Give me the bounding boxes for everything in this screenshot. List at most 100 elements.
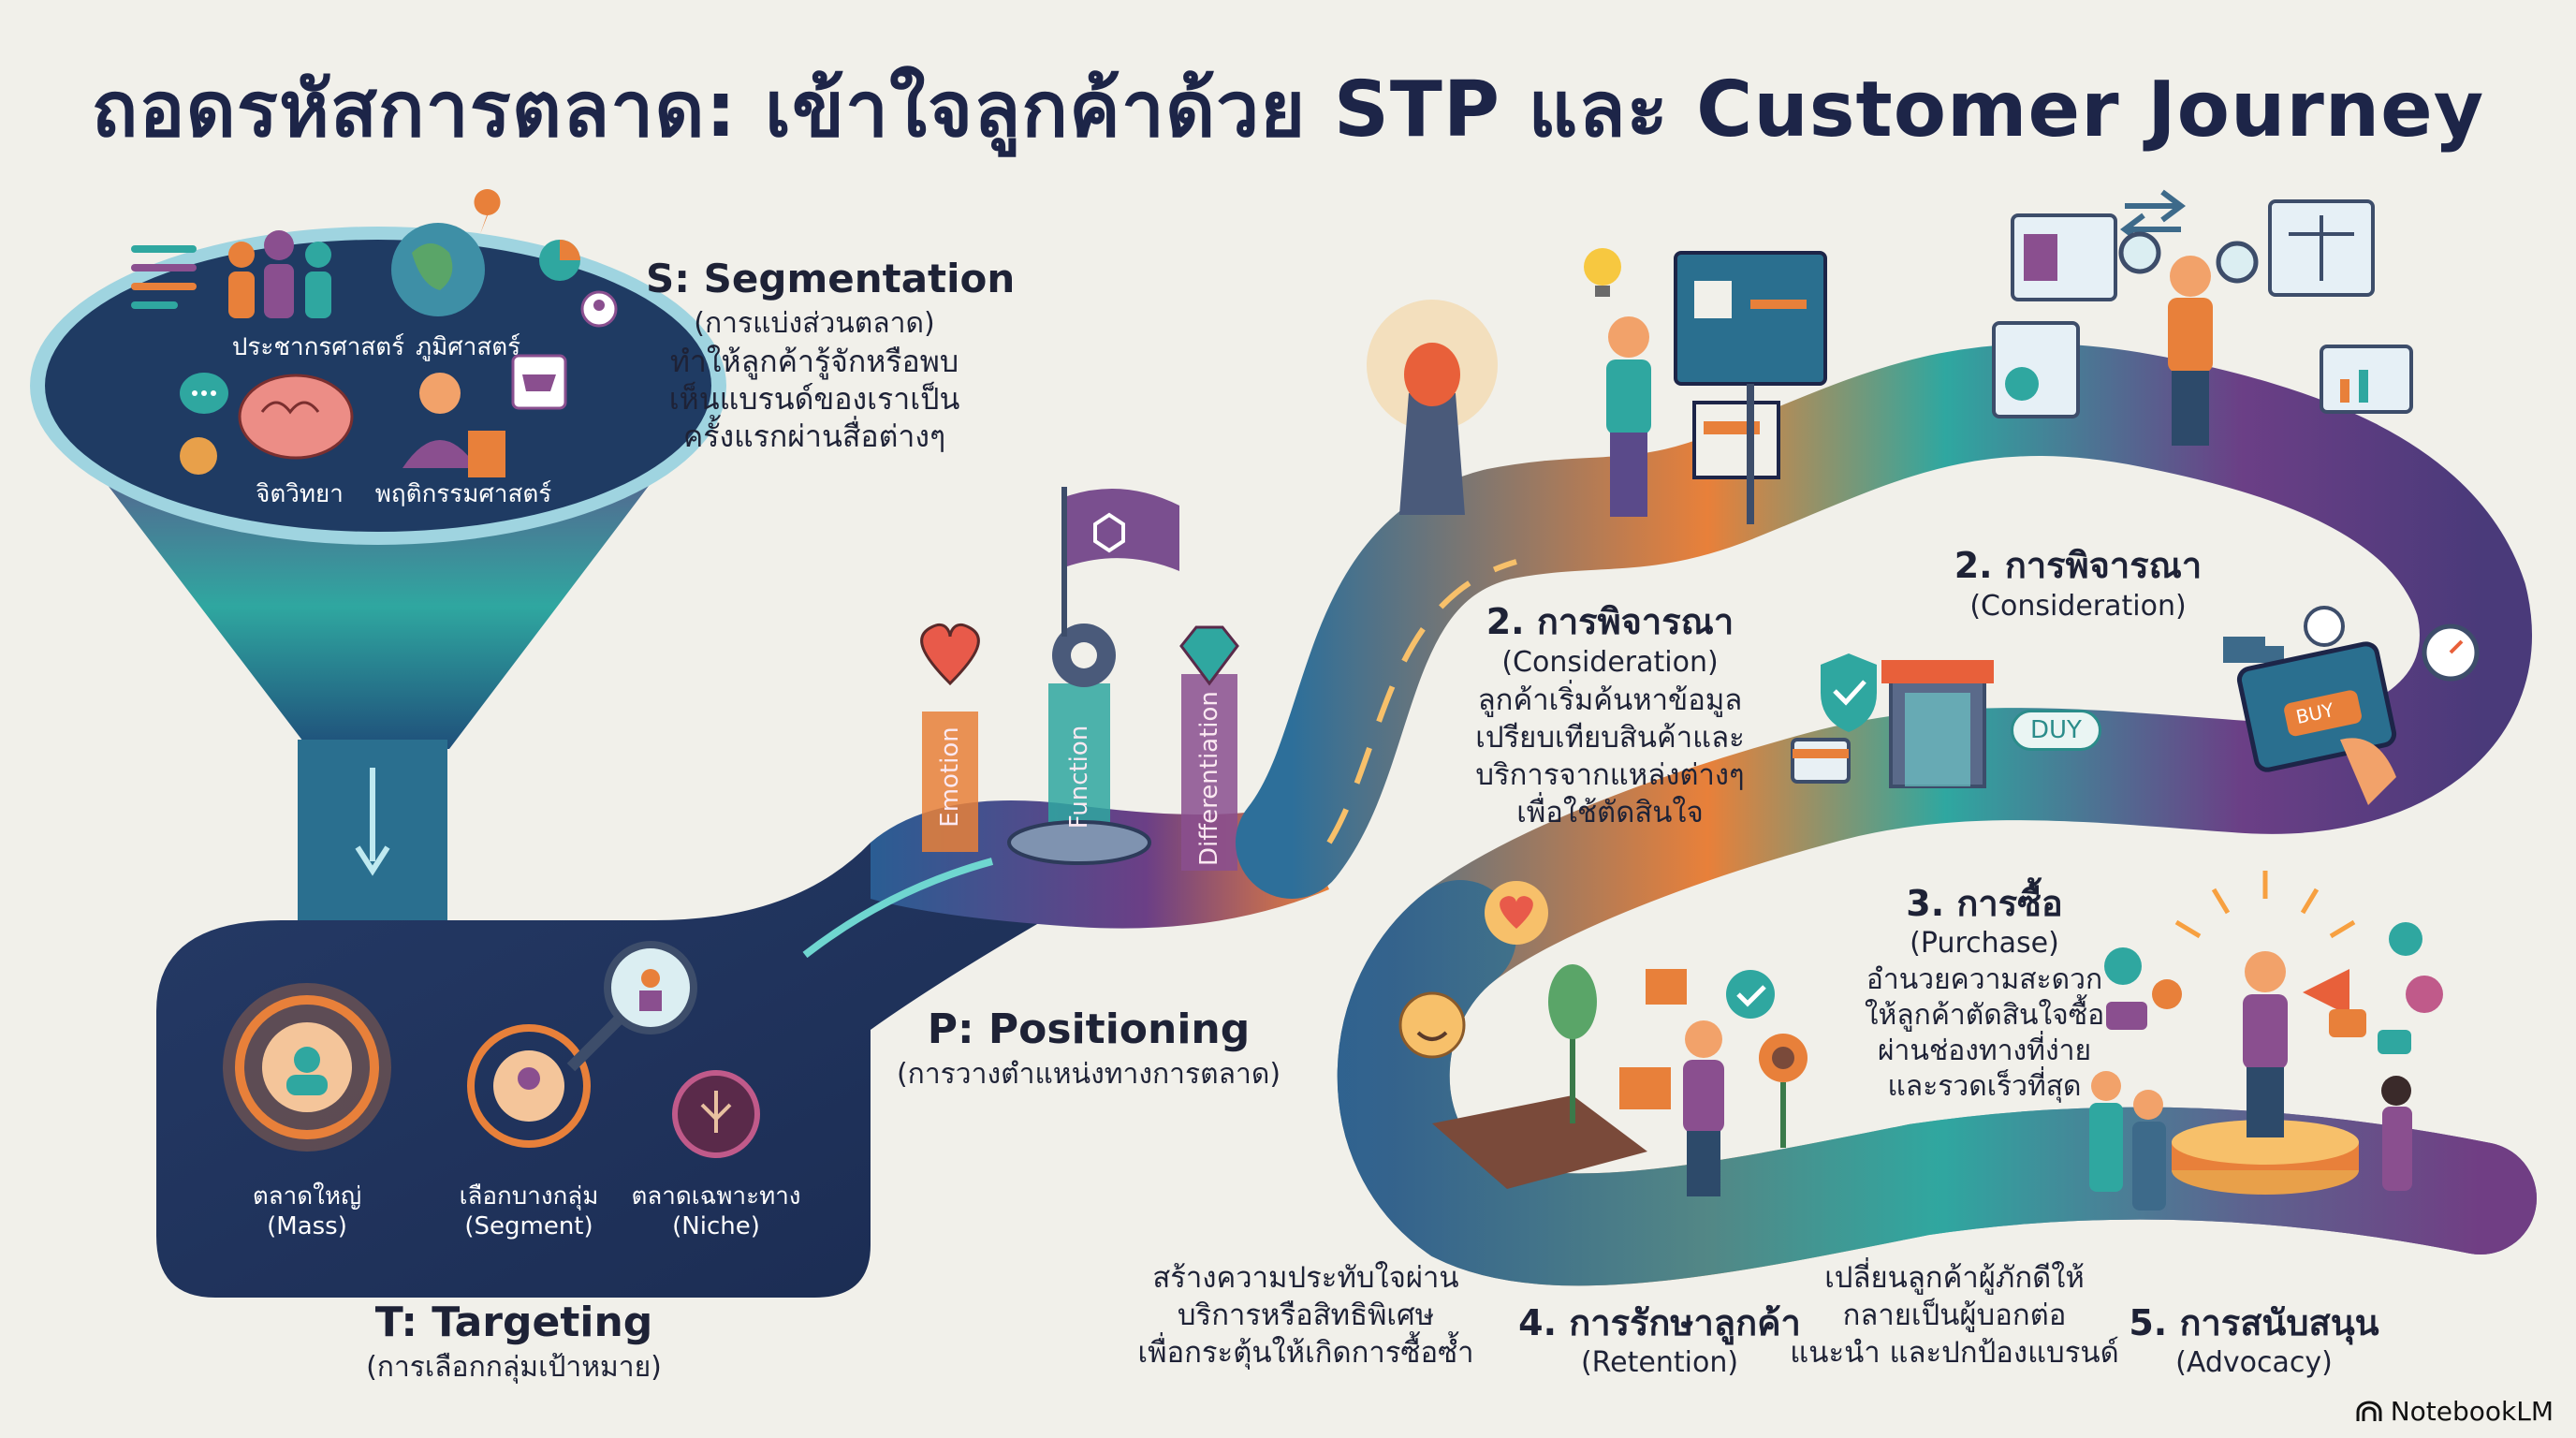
purchase-desc-2: ให้ลูกค้าตัดสินใจซื้อ	[1864, 999, 2105, 1032]
segmentation-desc-2: เห็นแบรนด์ของเราเป็น	[668, 381, 960, 417]
targeting-subtitle: (การเลือกกลุ่มเป้าหมาย)	[366, 1351, 662, 1384]
segmentation-desc-1: ทำให้ลูกค้ารู้จักหรือพบ	[669, 344, 959, 379]
funnel-label-demographic: ประชากรศาสตร์	[231, 333, 405, 361]
retention-desc-2: บริการหรือสิทธิพิเศษ	[1177, 1299, 1435, 1332]
user-badge-icon	[580, 290, 618, 328]
consideration-heading-right: 2. การพิจารณา	[1954, 545, 2203, 586]
segment-label-en: (Segment)	[464, 1212, 593, 1240]
mass-label: ตลาดใหญ่	[252, 1182, 362, 1211]
retention-heading: 4. การรักษาลูกค้า	[1518, 1302, 1801, 1343]
podium-icon	[2172, 1120, 2359, 1195]
sun-rays-icon	[2174, 871, 2356, 939]
chart-window-icon	[1992, 321, 2413, 418]
page-title: ถอดรหัสการตลาด: เข้าใจลูกค้าด้วย STP และ…	[91, 66, 2485, 154]
segmentation-desc-3: ครั้งแรกผ่านสื่อต่างๆ	[682, 418, 946, 454]
lightbulb-icon	[1584, 248, 1621, 297]
positioning-block: P: Positioning (การวางตำแหน่งทางการตลาด)	[855, 1004, 1323, 1093]
advocacy-subtitle: (Advocacy)	[2175, 1346, 2333, 1379]
shop-tag: DUY	[2011, 710, 2101, 751]
emotion-pillar	[922, 712, 978, 852]
gear-icon	[1052, 624, 1116, 687]
brain-icon	[238, 374, 354, 460]
notebooklm-logo: NotebookLM	[2355, 1396, 2554, 1427]
logo-text: NotebookLM	[2390, 1396, 2554, 1427]
advocacy-heading: 5. การสนับสนุน	[2129, 1302, 2379, 1343]
people-group-icon	[228, 230, 331, 318]
retention-desc-3: เพื่อกระตุ้นให้เกิดการซื้อซ้ำ	[1137, 1336, 1474, 1370]
niche-target-icon	[672, 1070, 760, 1158]
thought-bubble-icon	[180, 437, 217, 475]
checkmark-icon	[1726, 970, 1775, 1019]
retention-description: สร้างความประทับใจผ่าน บริการหรือสิทธิพิเ…	[1119, 1259, 1493, 1372]
pillar-label-differentiation: Differentiation	[1195, 691, 1223, 866]
social-icons	[2104, 922, 2443, 1054]
mass-target-icon	[223, 983, 391, 1152]
segmentation-block: S: Segmentation (การแบ่งส่วนตลาด) ทำให้ล…	[646, 253, 1016, 455]
consideration-desc-3: บริการจากแหล่งต่างๆ	[1475, 758, 1745, 792]
scale-icon	[2268, 199, 2375, 297]
advocacy-block: 5. การสนับสนุน (Advocacy)	[2123, 1301, 2385, 1382]
targeting-option-segment: เลือกบางกลุ่ม (Segment)	[435, 1181, 622, 1241]
person-researching-icon	[2118, 231, 2259, 446]
niche-label-en: (Niche)	[672, 1212, 760, 1240]
heart-icon	[920, 623, 980, 686]
person-megaphone-icon	[2243, 951, 2349, 1137]
pillar-label-function: Function	[1065, 725, 1093, 829]
map-pin-icon	[474, 189, 501, 234]
consideration-label-right: 2. การพิจารณา (Consideration)	[1928, 543, 2228, 625]
flow-arrow-icon	[802, 858, 994, 959]
purchase-block: 3. การซื้อ (Purchase) อำนวยความสะดวก ให้…	[1835, 882, 2134, 1105]
retention-desc-1: สร้างความประทับใจผ่าน	[1152, 1261, 1459, 1295]
pedestal	[1007, 820, 1151, 865]
list-icon	[131, 245, 197, 309]
funnel-label-geographic: ภูมิศาสตร์	[415, 333, 521, 361]
targeting-option-niche: ตลาดเฉพาะทาง (Niche)	[622, 1181, 810, 1241]
segment-target-icon	[467, 1024, 591, 1148]
advocacy-description: เปลี่ยนลูกค้าผู้ภักดีให้ กลายเป็นผู้บอกต…	[1777, 1259, 2132, 1372]
beacon-icon	[1367, 300, 1498, 515]
retention-block: 4. การรักษาลูกค้า (Retention)	[1500, 1301, 1819, 1382]
cheering-people-icon	[2089, 1071, 2412, 1211]
funnel-label-psychographic: จิตวิทยา	[256, 480, 344, 508]
positioning-subtitle: (การวางตำแหน่งทางการตลาด)	[896, 1058, 1281, 1091]
magnifier-icon	[566, 941, 697, 1072]
consideration-desc-1: ลูกค้าเริ่มค้นหาข้อมูล	[1477, 683, 1743, 717]
targeting-option-mass: ตลาดใหญ่ (Mass)	[213, 1181, 401, 1241]
purchase-subtitle: (Purchase)	[1910, 927, 2059, 960]
differentiation-pillar	[1181, 674, 1237, 871]
chat-bubble-icon	[180, 373, 228, 414]
purchase-heading: 3. การซื้อ	[1906, 883, 2063, 924]
advocacy-desc-3: แนะนำ และปกป้องแบรนด์	[1790, 1336, 2119, 1370]
delivery-truck-icon	[2223, 637, 2284, 663]
notebooklm-logo-icon	[2356, 1401, 2382, 1421]
positioning-heading: P: Positioning	[927, 1005, 1251, 1053]
shopper-icon	[402, 373, 505, 477]
consideration-subtitle-right: (Consideration)	[1969, 590, 2187, 623]
niche-label: ตลาดเฉพาะทาง	[631, 1182, 801, 1211]
funnel-label-behavioral: พฤติกรรมศาสตร์	[374, 480, 552, 508]
person-pointing-icon	[1606, 316, 1651, 517]
flag-icon	[1061, 487, 1179, 637]
browser-window-icon	[2011, 213, 2117, 301]
purchase-desc-4: และรวดเร็วที่สุด	[1887, 1070, 2082, 1103]
purchase-desc-3: ผ่านช่องทางที่ง่าย	[1877, 1034, 2092, 1067]
targeting-block: T: Targeting (การเลือกกลุ่มเป้าหมาย)	[327, 1297, 701, 1387]
consideration-desc-2: เปรียบเทียบสินค้าและ	[1475, 721, 1745, 755]
advocacy-desc-1: เปลี่ยนลูกค้าผู้ภักดีให้	[1824, 1261, 2085, 1295]
heart-badge-icon	[1485, 881, 1548, 945]
tablet-icon	[2236, 641, 2397, 805]
smiley-icon	[1398, 991, 1466, 1059]
shield-check-icon	[1821, 653, 1877, 732]
gift-icon	[1619, 969, 1687, 1109]
consideration-subtitle: (Consideration)	[1501, 646, 1719, 679]
pie-icon	[539, 240, 580, 281]
pillar-label-emotion: Emotion	[936, 726, 964, 828]
segmentation-heading: S: Segmentation	[646, 256, 1016, 301]
storefront-door-icon	[1881, 660, 1994, 788]
person-giving-gift-icon	[1683, 1020, 1724, 1196]
shopping-cart-icon	[511, 354, 567, 410]
globe-icon	[391, 189, 501, 316]
consideration-heading: 2. การพิจารณา	[1486, 601, 1734, 642]
consideration-block: 2. การพิจารณา (Consideration) ลูกค้าเริ่…	[1442, 599, 1778, 831]
